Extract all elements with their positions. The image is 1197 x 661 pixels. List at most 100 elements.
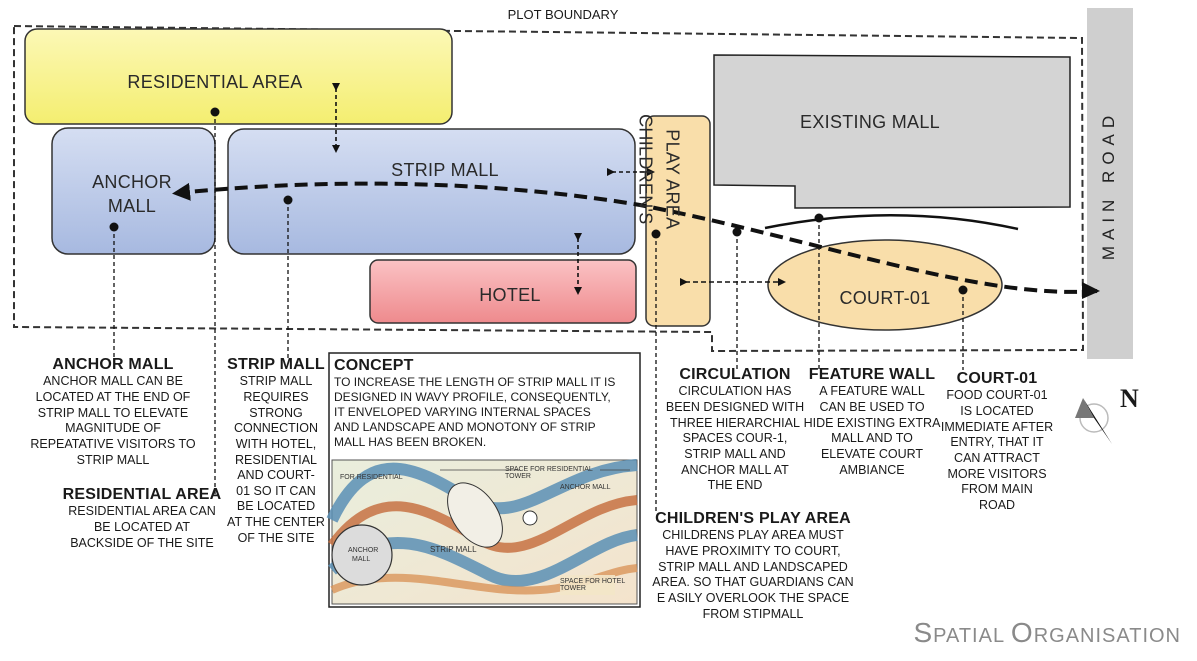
play-note-heading: CHILDREN'S PLAY AREA xyxy=(655,510,851,527)
play-note-body-6: FROM STIPMALL xyxy=(702,606,804,621)
feature-note-body-2: CAN BE USED TO xyxy=(819,400,925,415)
court-note-heading: COURT-01 xyxy=(956,370,1038,387)
concept-note-body-1: TO INCREASE THE LENGTH OF STRIP MALL IT … xyxy=(334,375,616,390)
title-s: S xyxy=(913,617,934,648)
sketch-label-residential: FOR RESIDENTIAL xyxy=(340,474,403,481)
anchor-zone-label-line1: ANCHOR xyxy=(92,172,172,192)
circulation-note-body-6: ANCHOR MALL AT xyxy=(681,462,789,477)
anchor-note-body-2: LOCATED AT THE END OF xyxy=(35,390,191,405)
circulation-note: CIRCULATION CIRCULATION HAS BEEN DESIGNE… xyxy=(650,366,820,494)
strip-note: STRIP MALL STRIP MALL REQUIRES STRONG CO… xyxy=(226,356,326,546)
strip-note-body-2: REQUIRES xyxy=(243,390,309,405)
north-label: N xyxy=(1120,384,1139,413)
existing-zone-label: EXISTING MALL xyxy=(800,112,940,132)
feature-note-body-3: HIDE EXISTING EXTRA xyxy=(803,415,941,430)
main-road-label: MAIN ROAD xyxy=(1099,109,1118,261)
circulation-note-body-2: BEEN DESIGNED WITH xyxy=(665,400,805,415)
strip-zone-label: STRIP MALL xyxy=(391,160,499,180)
strip-note-body-4: CONNECTION xyxy=(233,421,319,436)
anchor-note-body-1: ANCHOR MALL CAN BE xyxy=(43,374,183,389)
residential-zone xyxy=(24,28,453,125)
circulation-route-arrowhead-right xyxy=(1082,282,1100,299)
play-area-zone xyxy=(645,115,711,327)
circulation-note-body-1: CIRCULATION HAS xyxy=(678,384,792,399)
court-note-body-1: FOOD COURT-01 xyxy=(946,388,1048,403)
plot-boundary xyxy=(13,24,1085,353)
anchor-note-body-6: STRIP MALL xyxy=(76,452,150,467)
title-rganisation: RGANISATION xyxy=(1033,625,1181,647)
anchor-note: ANCHOR MALL ANCHOR MALL CAN BE LOCATED A… xyxy=(18,356,208,468)
hotel-zone xyxy=(369,259,637,324)
strip-note-body-7: AND COURT- xyxy=(237,468,315,483)
circulation-route xyxy=(172,181,1098,294)
leader-dots xyxy=(109,107,968,295)
sketch-label-space-hotel: SPACE FOR HOTEL TOWER xyxy=(560,578,625,592)
strip-note-body-6: RESIDENTIAL xyxy=(235,452,317,467)
hotel-zone-label: HOTEL xyxy=(479,285,541,305)
strip-note-body-5: WITH HOTEL, xyxy=(235,436,317,451)
anchor-note-body-4: MAGNITUDE OF xyxy=(65,421,161,436)
feature-note: FEATURE WALL A FEATURE WALL CAN BE USED … xyxy=(792,366,952,478)
anchor-note-heading: ANCHOR MALL xyxy=(52,356,174,373)
play-note-body-4: AREA. SO THAT GUARDIANS CAN xyxy=(652,575,854,590)
play-note-body-3: STRIP MALL AND LANDSCAPED xyxy=(658,559,848,574)
strip-note-body-3: STRONG xyxy=(249,405,303,420)
feature-note-body-4: MALL AND TO xyxy=(831,431,913,446)
court-zone-label: COURT-01 xyxy=(839,288,931,308)
anchor-note-body-5: REPEATATIVE VISITORS TO xyxy=(30,436,196,451)
court-note-body-4: ENTRY, THAT IT xyxy=(950,435,1044,450)
court-note-body-2: IS LOCATED xyxy=(960,404,1034,419)
court-zone xyxy=(767,239,1003,331)
concept-note-body-2: DESIGNED IN WAVY PROFILE, CONSEQUENTLY, xyxy=(334,390,611,405)
strip-note-body-10: AT THE CENTER xyxy=(227,515,325,530)
play-note: CHILDREN'S PLAY AREA CHILDRENS PLAY AREA… xyxy=(640,510,866,622)
court-note-body-6: MORE VISITORS xyxy=(947,466,1047,481)
sketch-label-strip-mall: STRIP MALL xyxy=(430,545,477,554)
strip-note-body-1: STRIP MALL xyxy=(239,374,313,389)
circulation-note-body-4: SPACES COUR-1, xyxy=(682,431,788,446)
strip-mall-zone xyxy=(227,128,636,255)
north-arrow-icon xyxy=(1075,398,1112,444)
strip-note-heading: STRIP MALL xyxy=(227,356,325,373)
residential-note-body-3: BACKSIDE OF THE SITE xyxy=(70,535,214,550)
feature-note-body-6: AMBIANCE xyxy=(839,462,905,477)
existing-mall-zone xyxy=(713,54,1071,209)
sketch-label-anchor: ANCHOR xyxy=(348,547,379,554)
title-o: O xyxy=(1010,617,1034,648)
concept-note-body-5: MALL HAS BEEN BROKEN. xyxy=(334,435,487,450)
residential-note-heading: RESIDENTIAL AREA xyxy=(62,486,222,503)
feature-wall xyxy=(764,214,1019,231)
court-note-body-5: CAN ATTRACT xyxy=(954,450,1040,465)
title-patial: PATIAL xyxy=(933,625,1005,647)
court-note-body-8: ROAD xyxy=(978,497,1016,512)
concept-note: CONCEPT TO INCREASE THE LENGTH OF STRIP … xyxy=(334,357,636,450)
anchor-zone-label-line2: MALL xyxy=(107,196,157,216)
court-note: COURT-01 FOOD COURT-01 IS LOCATED IMMEDI… xyxy=(937,370,1057,513)
residential-note-body-2: BE LOCATED AT xyxy=(93,520,191,535)
residential-zone-label: RESIDENTIAL AREA xyxy=(127,72,303,92)
circulation-note-body-7: THE END xyxy=(707,478,763,493)
anchor-note-body-3: STRIP MALL TO ELEVATE xyxy=(37,405,189,420)
concept-sketch xyxy=(326,459,638,605)
sketch-label-space-tower: SPACE FOR RESIDENTIAL TOWER xyxy=(505,466,593,480)
concept-note-body-4: AND LANDSCAPE AND MONOTONY OF STRIP xyxy=(334,420,596,435)
concept-note-heading: CONCEPT xyxy=(334,357,414,374)
play-zone-label-line1: CHILDREN'S xyxy=(635,114,656,225)
leader-lines xyxy=(113,112,964,512)
court-note-body-7: FROM MAIN xyxy=(961,482,1033,497)
feature-note-heading: FEATURE WALL xyxy=(808,366,936,383)
court-note-body-3: IMMEDIATE AFTER xyxy=(940,419,1054,434)
concept-note-body-3: IT ENVELOPED VARYING INTERNAL SPACES xyxy=(334,405,591,420)
residential-note-body-1: RESIDENTIAL AREA CAN xyxy=(68,504,216,519)
main-road xyxy=(1087,8,1133,359)
strip-note-body-11: OF THE SITE xyxy=(237,530,315,545)
feature-note-body-1: A FEATURE WALL xyxy=(819,384,925,399)
play-note-body-1: CHILDRENS PLAY AREA MUST xyxy=(662,528,844,543)
page-title: SPATIAL ORGANISATION xyxy=(913,617,1181,649)
circulation-note-body-3: THREE HIERARCHIAL xyxy=(670,415,800,430)
sketch-label-mall: MALL xyxy=(352,556,371,563)
sketch-label-anchor-mall: ANCHOR MALL xyxy=(560,484,611,491)
strip-note-body-8: 01 SO IT CAN xyxy=(236,483,316,498)
play-note-body-2: HAVE PROXIMITY TO COURT, xyxy=(665,544,841,559)
